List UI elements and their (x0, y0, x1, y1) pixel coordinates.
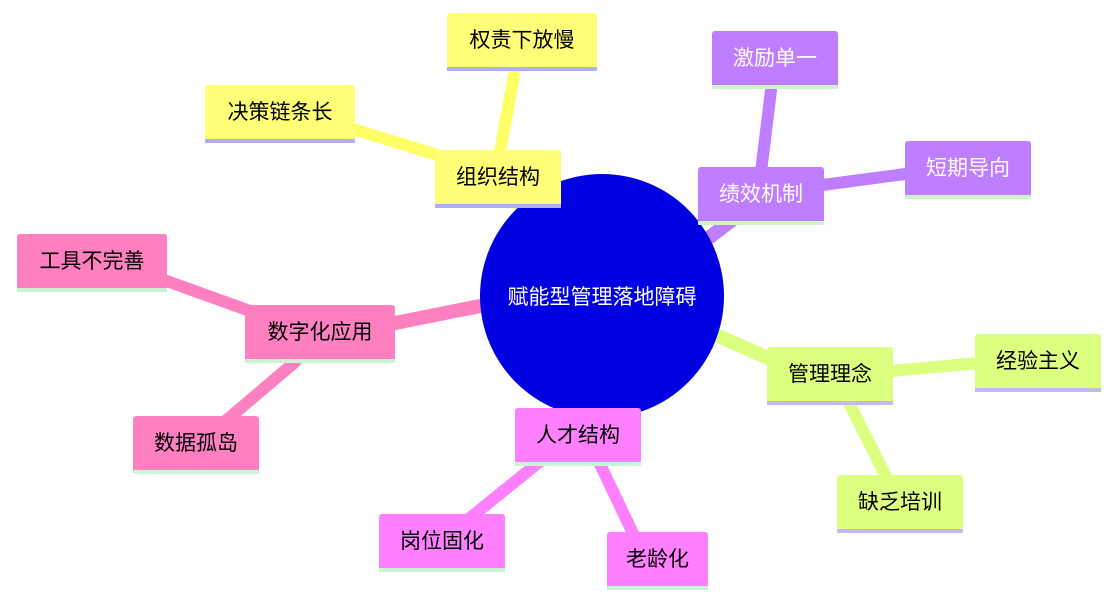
leaf-node-rigidity[interactable]: 岗位固化 (379, 514, 505, 572)
edge-performance-incentive (754, 76, 778, 186)
leaf-node-tools[interactable]: 工具不完善 (17, 234, 167, 292)
leaf-node-decision-chain[interactable]: 决策链条长 (205, 85, 355, 143)
branch-node-label: 管理理念 (788, 361, 872, 386)
edge-philosophy-experience (874, 356, 996, 378)
branch-node-label: 绩效机制 (719, 181, 803, 206)
leaf-node-training[interactable]: 缺乏培训 (837, 475, 963, 533)
leaf-node-label: 短期导向 (926, 155, 1010, 180)
branch-node-digital[interactable]: 数字化应用 (245, 305, 395, 363)
leaf-node-label: 激励单一 (733, 45, 817, 70)
leaf-node-label: 权责下放慢 (469, 27, 575, 52)
branch-node-talent[interactable]: 人才结构 (515, 408, 641, 466)
branch-node-label: 组织结构 (456, 164, 540, 189)
leaf-node-delegation[interactable]: 权责下放慢 (447, 13, 597, 71)
root-node[interactable]: 赋能型管理落地障碍 (480, 174, 724, 418)
leaf-node-aging[interactable]: 老龄化 (607, 532, 708, 590)
leaf-node-label: 经验主义 (996, 348, 1080, 373)
leaf-node-label: 决策链条长 (227, 99, 333, 124)
leaf-node-label: 缺乏培训 (858, 489, 942, 514)
branch-node-organization[interactable]: 组织结构 (435, 150, 561, 208)
branch-node-performance[interactable]: 绩效机制 (698, 167, 824, 225)
leaf-node-label: 岗位固化 (400, 528, 484, 553)
leaf-node-short-term[interactable]: 短期导向 (905, 141, 1031, 199)
edge-philosophy-training (839, 389, 899, 496)
branch-node-label: 人才结构 (536, 422, 620, 447)
leaf-node-label: 工具不完善 (39, 248, 145, 273)
leaf-node-data-silos[interactable]: 数据孤岛 (133, 416, 259, 474)
branch-node-label: 数字化应用 (267, 319, 373, 344)
leaf-node-experience[interactable]: 经验主义 (975, 334, 1101, 392)
leaf-node-incentive[interactable]: 激励单一 (712, 31, 838, 89)
edge-root-digital (378, 298, 492, 332)
leaf-node-label: 数据孤岛 (154, 430, 238, 455)
root-node-label: 赋能型管理落地障碍 (507, 285, 697, 309)
leaf-node-label: 老龄化 (626, 546, 689, 571)
branch-node-philosophy[interactable]: 管理理念 (767, 347, 893, 405)
